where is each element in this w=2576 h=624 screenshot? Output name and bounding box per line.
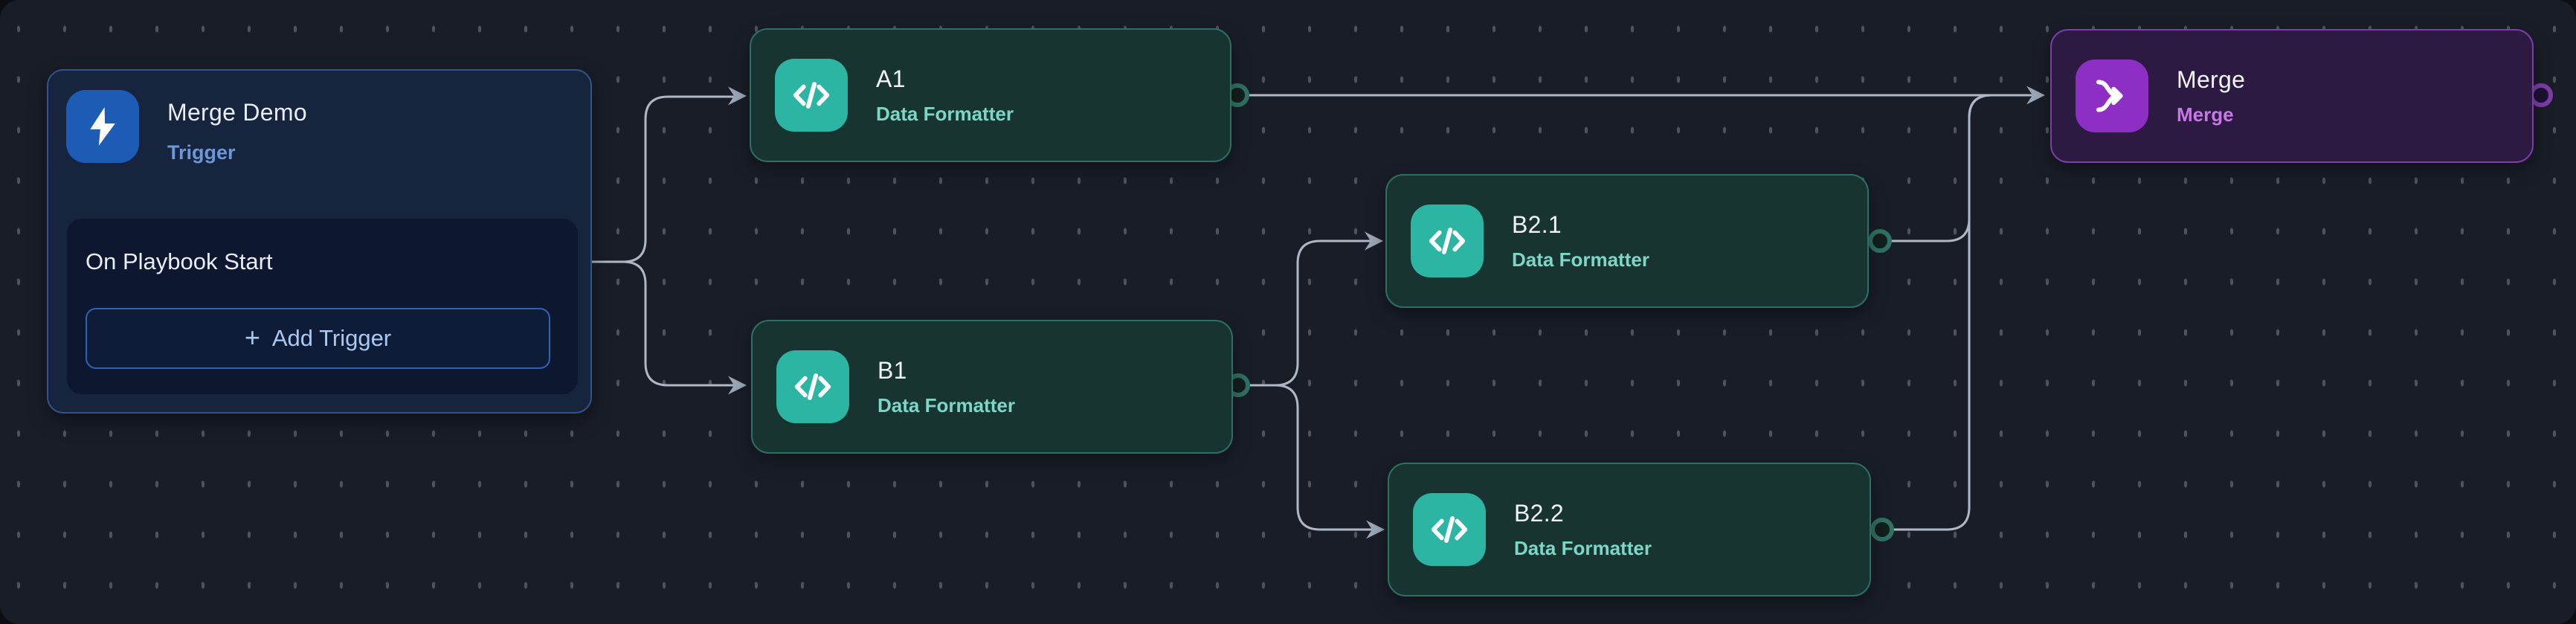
node-subtitle: Data Formatter [878, 393, 1015, 416]
node-merge[interactable]: Merge Merge [2050, 29, 2534, 163]
arrowhead-b1 [728, 376, 747, 395]
node-title: B2.1 [1512, 210, 1562, 238]
edge-b1-to-b21 [1249, 239, 1371, 387]
node-title: B1 [878, 356, 907, 384]
trigger-card-title: Merge Demo [167, 99, 307, 126]
trigger-card[interactable]: Merge Demo Trigger On Playbook Start + A… [47, 69, 592, 414]
arrowhead-b21 [1365, 231, 1383, 251]
node-title: Merge [2177, 65, 2246, 93]
code-icon [776, 350, 849, 423]
node-b22[interactable]: B2.2 Data Formatter [1388, 463, 1871, 596]
code-icon [1411, 205, 1484, 277]
code-icon [775, 59, 848, 132]
lightning-icon [66, 90, 139, 163]
node-title: A1 [876, 65, 906, 92]
code-icon [1413, 493, 1486, 566]
add-trigger-button[interactable]: + Add Trigger [86, 308, 550, 369]
node-title: B2.2 [1514, 499, 1565, 527]
merge-icon [2076, 59, 2148, 132]
edge-b22-to-merge [1893, 94, 1993, 531]
add-trigger-button-label: Add Trigger [271, 325, 392, 351]
edge-trigger-to-a1 [548, 95, 735, 263]
b22-output-port[interactable] [1870, 518, 1894, 541]
node-b1[interactable]: B1 Data Formatter [751, 320, 1233, 454]
arrowhead-a1 [728, 86, 747, 106]
edge-trigger-to-b1 [622, 260, 735, 387]
arrowhead-merge [2026, 86, 2045, 105]
node-subtitle: Merge [2177, 103, 2234, 126]
b21-output-port[interactable] [1868, 229, 1892, 253]
merge-output-port[interactable] [2529, 83, 2553, 107]
trigger-list-panel: On Playbook Start + Add Trigger [67, 219, 578, 394]
node-b21[interactable]: B2.1 Data Formatter [1385, 174, 1869, 308]
arrowhead-b22 [1366, 520, 1385, 539]
trigger-event-label: On Playbook Start [86, 248, 273, 274]
edge-b21-to-merge [1890, 94, 1993, 242]
trigger-card-type-label: Trigger [167, 141, 236, 164]
node-subtitle: Data Formatter [1512, 248, 1649, 271]
plus-icon: + [244, 322, 260, 353]
node-subtitle: Data Formatter [1514, 536, 1652, 559]
node-subtitle: Data Formatter [876, 102, 1014, 125]
node-a1[interactable]: A1 Data Formatter [750, 28, 1231, 162]
edge-b1-to-b22 [1249, 384, 1373, 531]
